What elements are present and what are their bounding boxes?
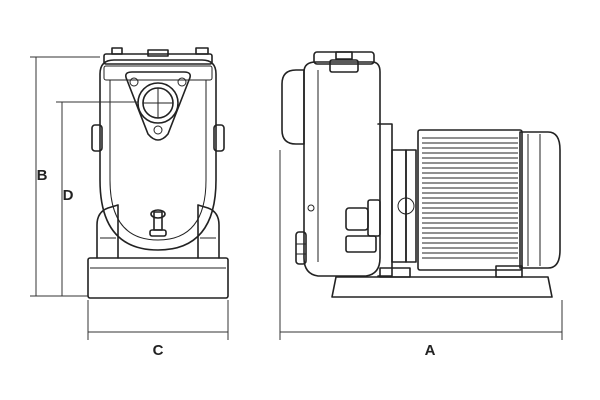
front-drain-plug <box>153 211 163 231</box>
front-pump-casing <box>99 59 217 251</box>
side-front-cover <box>281 69 305 145</box>
front-discharge-flange <box>125 71 191 141</box>
front-outlet-port <box>137 82 179 124</box>
pump-front-view <box>87 47 229 299</box>
dimension-d-label: D <box>63 187 74 204</box>
side-motor-body <box>417 129 523 271</box>
front-left-leg <box>96 204 119 259</box>
front-base-plate <box>87 257 229 299</box>
motor-cooling-fins <box>422 137 518 259</box>
side-base-plate <box>331 276 553 298</box>
dimension-lines <box>30 56 563 340</box>
dimension-b-label: B <box>37 167 48 184</box>
dimension-a-label: A <box>425 342 436 359</box>
pump-side-view <box>281 51 561 298</box>
dimension-c-label: C <box>153 342 164 359</box>
side-rear-cover <box>519 131 561 269</box>
front-right-leg <box>197 204 220 259</box>
side-pump-casing <box>303 61 381 277</box>
